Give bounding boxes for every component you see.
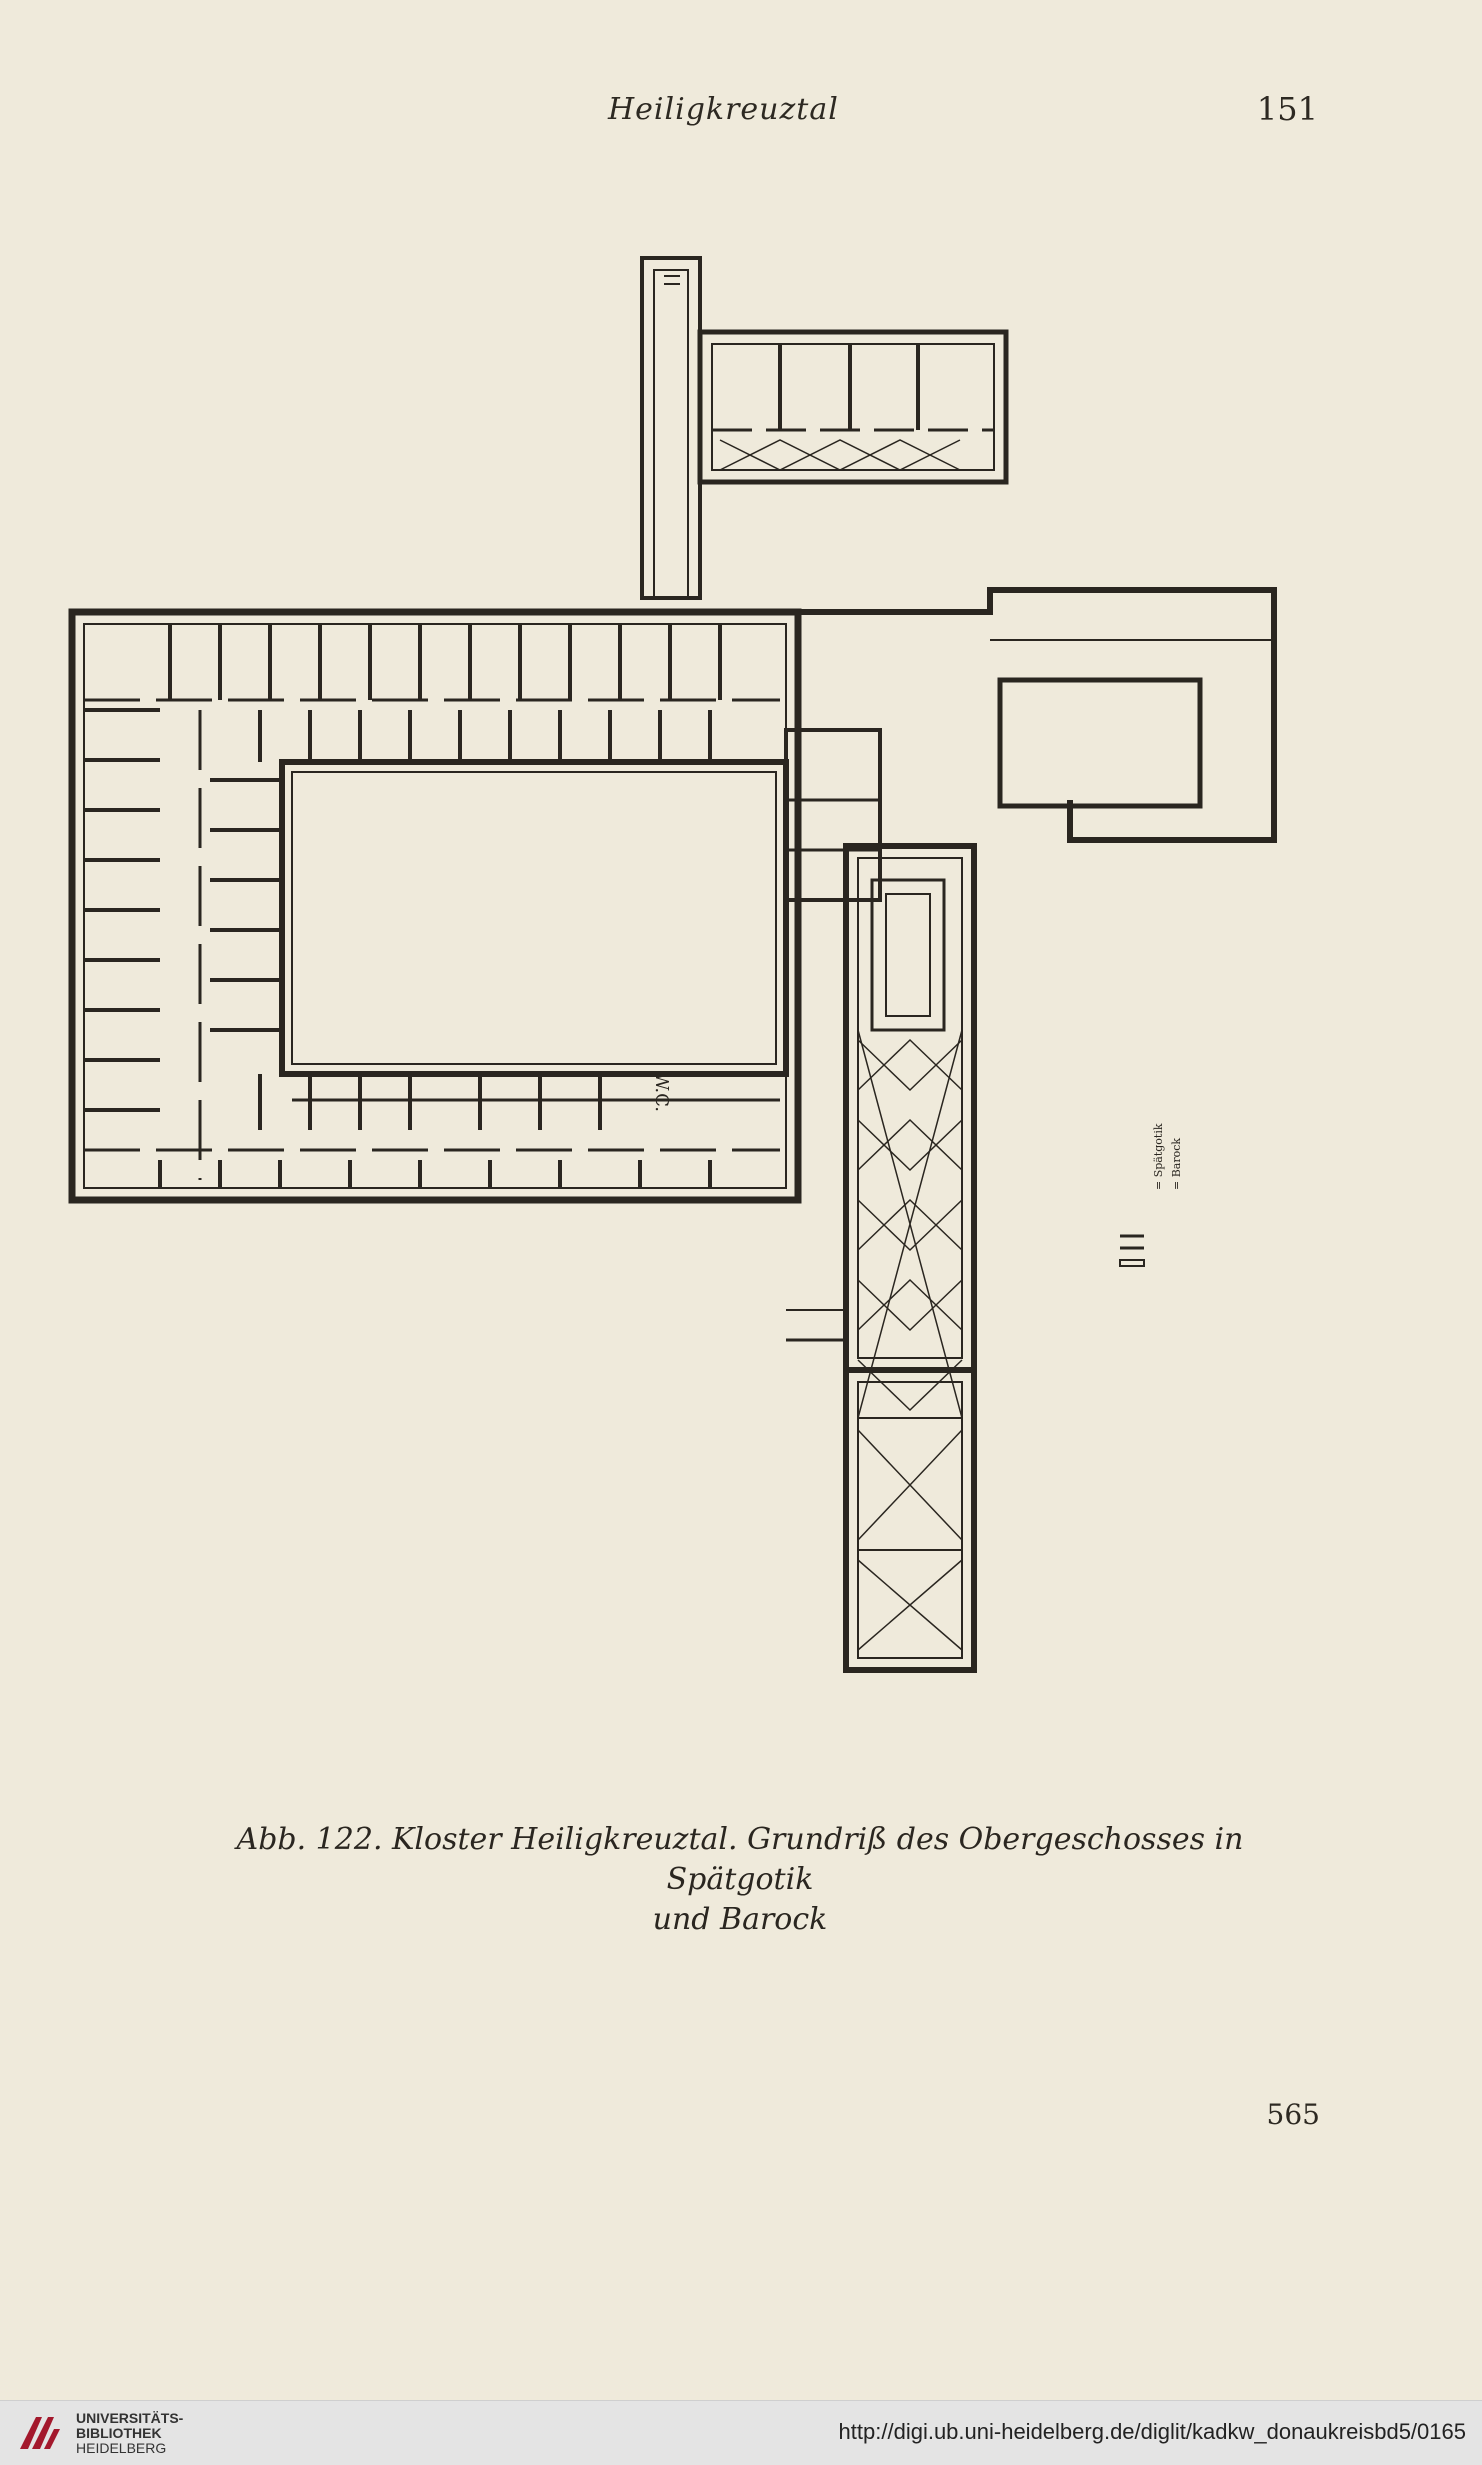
scanned-page: Heiligkreuztal 151 bbox=[68, 90, 1320, 2131]
page-number: 151 bbox=[1256, 90, 1318, 128]
folio-number: 565 bbox=[1266, 2098, 1320, 2131]
library-name: UNIVERSITÄTS- BIBLIOTHEK HEIDELBERG bbox=[76, 2411, 246, 2456]
legend-label-spaetgotik: = Spätgotik bbox=[1152, 1123, 1165, 1190]
digitization-footer: UNIVERSITÄTS- BIBLIOTHEK HEIDELBERG http… bbox=[0, 2400, 1482, 2465]
library-name-line-1: UNIVERSITÄTS- bbox=[76, 2410, 184, 2426]
legend bbox=[1119, 1234, 1145, 1267]
caption-line-2: und Barock bbox=[652, 1902, 828, 1937]
permalink-url[interactable]: http://digi.ub.uni-heidelberg.de/diglit/… bbox=[838, 2419, 1466, 2444]
legend-label-barock: = Barock bbox=[1170, 1137, 1183, 1190]
main-cloister bbox=[68, 587, 1277, 1204]
library-name-line-2: BIBLIOTHEK bbox=[76, 2425, 162, 2441]
library-logo-icon bbox=[20, 2417, 60, 2449]
running-title: Heiligkreuztal bbox=[608, 92, 839, 127]
church-nave bbox=[786, 843, 977, 1673]
floor-plan bbox=[68, 256, 1277, 1673]
figure-caption: Abb. 122. Kloster Heiligkreuztal. Grundr… bbox=[200, 1820, 1280, 1940]
caption-line-1: Abb. 122. Kloster Heiligkreuztal. Grundr… bbox=[236, 1822, 1244, 1897]
library-name-line-3: HEIDELBERG bbox=[76, 2440, 167, 2456]
plan-room-label: W.C. bbox=[651, 1072, 672, 1112]
north-annex bbox=[640, 256, 1009, 600]
